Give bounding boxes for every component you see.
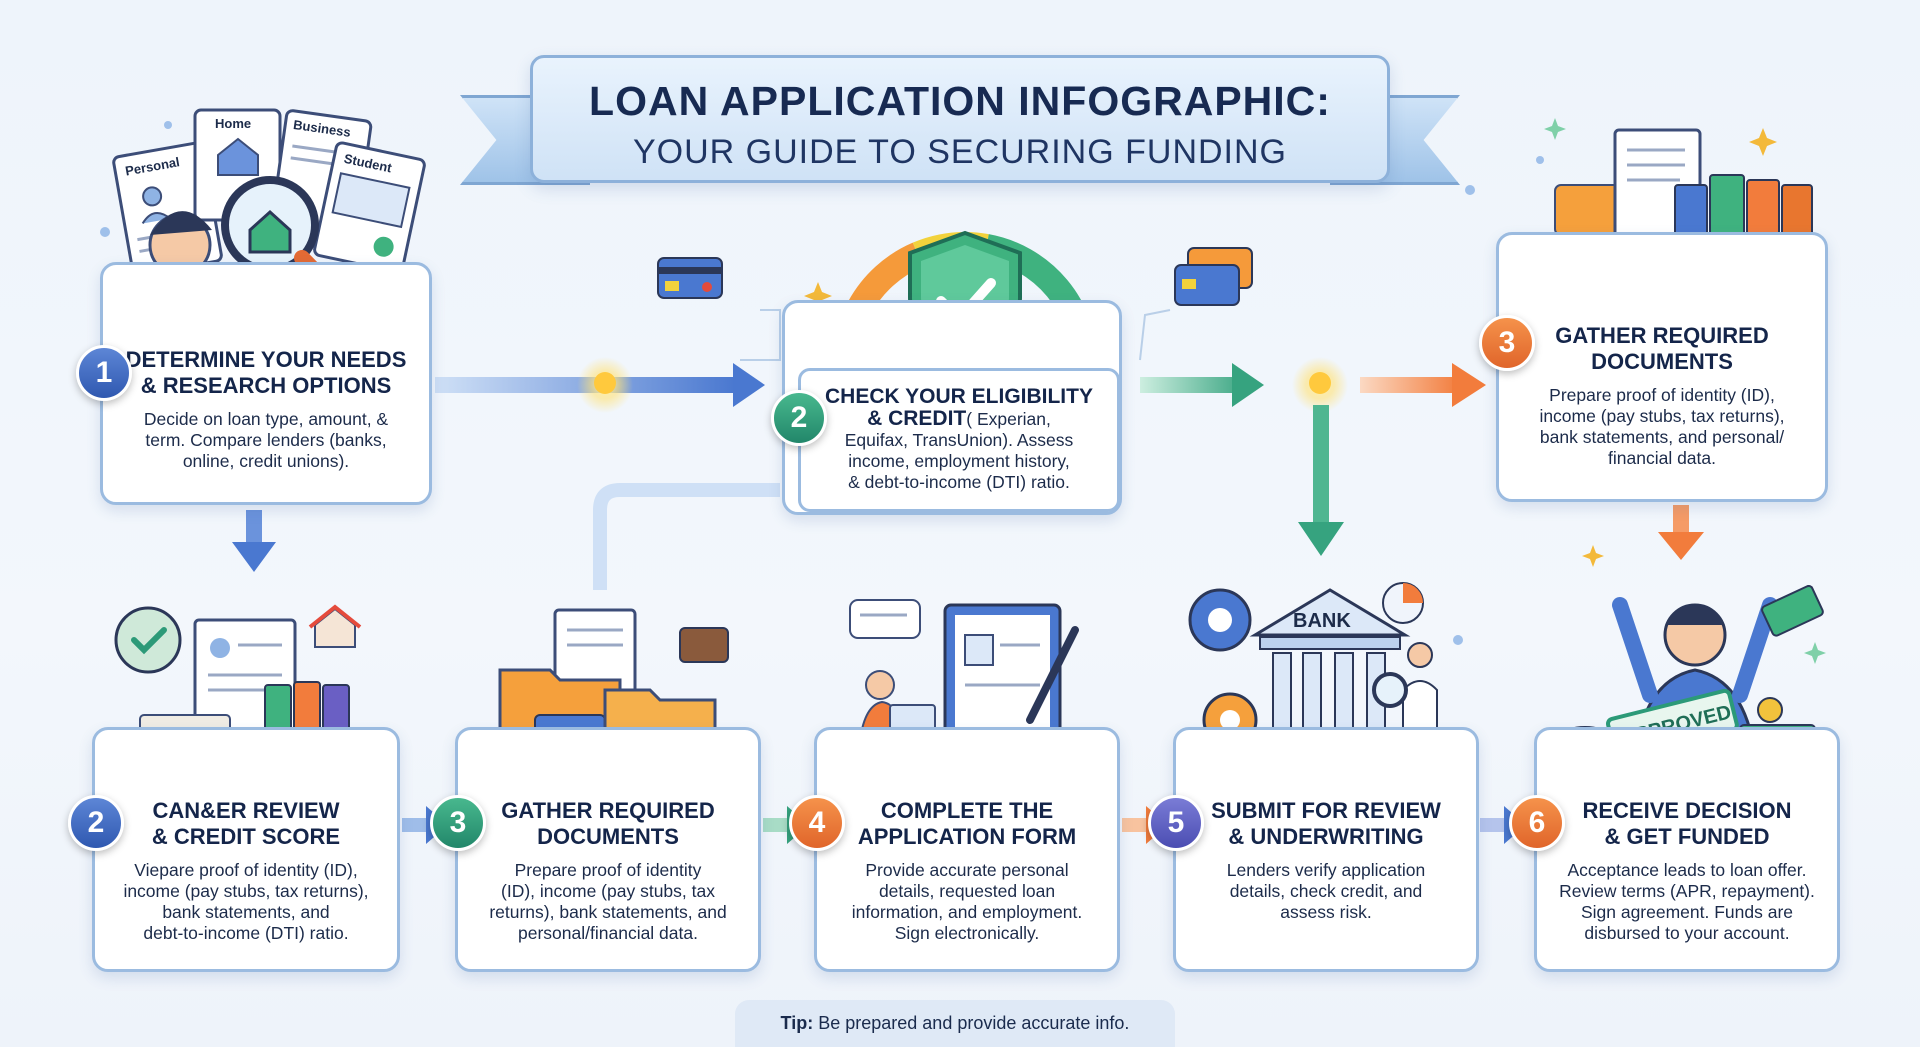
step-description: Viepare proof of identity (ID), income (…: [123, 860, 369, 943]
step-card-top-1: DETERMINE YOUR NEEDS & RESEARCH OPTIONS …: [100, 262, 432, 505]
step-badge-b5: 5: [1148, 795, 1204, 851]
step-description: Prepare proof of identity (ID), income (…: [489, 860, 727, 943]
step-title: COMPLETE THE: [880, 798, 1054, 823]
step-description: Decide on loan type, amount, & term. Com…: [143, 409, 389, 471]
step-title-2: APPLICATION FORM: [857, 824, 1077, 849]
step-title: CAN&ER REVIEW: [152, 798, 340, 823]
arrow-teal-down: [1298, 405, 1344, 556]
step-title: RECEIVE DECISION: [1582, 798, 1792, 823]
step-card-bottom-1: CAN&ER REVIEW & CREDIT SCORE Viepare pro…: [92, 727, 400, 972]
step-title-2: & UNDERWRITING: [1228, 824, 1424, 849]
step-card-top-3: GATHER REQUIRED DOCUMENTS Prepare proof …: [1496, 232, 1828, 502]
step-title: SUBMIT FOR REVIEW: [1211, 798, 1441, 823]
step-title-2: DOCUMENTS: [537, 824, 679, 849]
step-badge-b2: 2: [68, 795, 124, 851]
step-title-2: DOCUMENTS: [1591, 349, 1733, 374]
step-title: DETERMINE YOUR NEEDS: [125, 347, 407, 372]
tip-text: Be prepared and provide accurate info.: [813, 1013, 1130, 1033]
step-badge-2: 2: [771, 390, 827, 446]
step-title-2: & GET FUNDED: [1604, 824, 1770, 849]
step-description: Equifax, TransUnion). Assess income, emp…: [844, 430, 1074, 492]
step-badge-b4: 4: [789, 795, 845, 851]
step-badge-b6: 6: [1509, 795, 1565, 851]
page-title: LOAN APPLICATION INFOGRAPHIC:: [589, 78, 1331, 124]
step-title: GATHER REQUIRED: [501, 798, 715, 823]
title-banner: LOAN APPLICATION INFOGRAPHIC: YOUR GUIDE…: [460, 55, 1460, 190]
step-card-top-2-inner: CHECK YOUR ELIGIBILITY & CREDIT( Experia…: [798, 368, 1120, 512]
step-description: Provide accurate personal details, reque…: [851, 860, 1083, 943]
step-description: Lenders verify application details, chec…: [1226, 860, 1426, 922]
step-title-2: & CREDIT: [867, 407, 967, 430]
step-card-bottom-5: RECEIVE DECISION & GET FUNDED Acceptance…: [1534, 727, 1840, 972]
doc-student: Student: [313, 141, 426, 274]
tip-bar: Tip: Be prepared and provide accurate in…: [735, 1000, 1175, 1047]
step-badge-1: 1: [76, 345, 132, 401]
step-title: CHECK YOUR ELIGIBILITY: [825, 385, 1093, 408]
step-title-2: & CREDIT SCORE: [151, 824, 341, 849]
credit-card-icon-2: [1174, 247, 1253, 306]
arrow-blue-down: [232, 510, 276, 572]
step-card-bottom-3: COMPLETE THE APPLICATION FORM Provide ac…: [814, 727, 1120, 972]
step-card-bottom-2: GATHER REQUIRED DOCUMENTS Prepare proof …: [455, 727, 761, 972]
step-badge-b3: 3: [430, 795, 486, 851]
step-title-suffix: ( Experian,: [966, 409, 1051, 429]
arrow-2-to-3: [1140, 357, 1486, 413]
step-title: GATHER REQUIRED: [1555, 323, 1769, 348]
title-box: LOAN APPLICATION INFOGRAPHIC: YOUR GUIDE…: [530, 55, 1390, 183]
tip-label: Tip:: [780, 1013, 814, 1033]
connector-up: [593, 483, 780, 590]
arrow-orange-down: [1658, 505, 1704, 560]
step-card-bottom-4: SUBMIT FOR REVIEW & UNDERWRITING Lenders…: [1173, 727, 1479, 972]
step-badge-3: 3: [1479, 315, 1535, 371]
credit-card-icon: [657, 257, 723, 299]
step-description: Prepare proof of identity (ID), income (…: [1539, 385, 1785, 468]
svg-text:Home: Home: [215, 116, 251, 131]
page-subtitle: YOUR GUIDE TO SECURING FUNDING: [632, 133, 1288, 171]
svg-text:BANK: BANK: [1293, 610, 1351, 632]
arrow-1-to-2: [435, 357, 765, 413]
step-description: Acceptance leads to loan offer. Review t…: [1559, 860, 1815, 943]
step-title-2: & RESEARCH OPTIONS: [140, 373, 392, 398]
